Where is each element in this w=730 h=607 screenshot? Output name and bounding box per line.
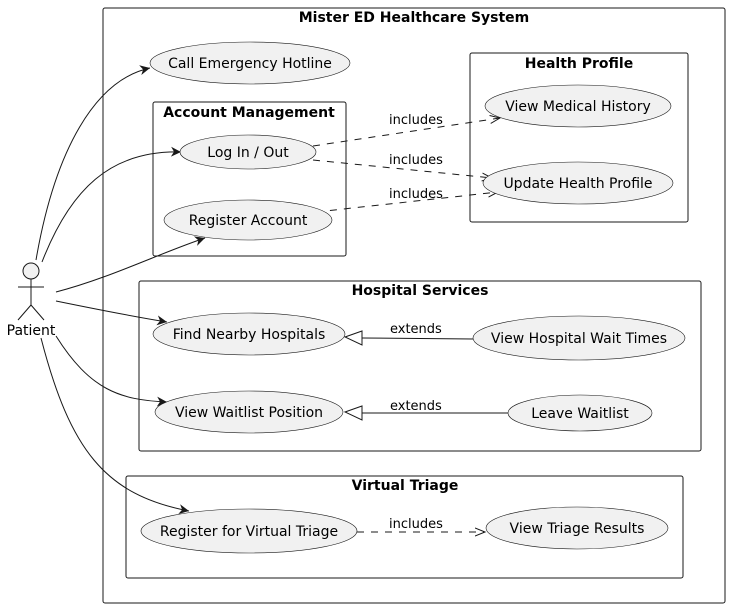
svg-text:Register Account: Register Account xyxy=(189,213,308,229)
include-label-update-profile-register: includes xyxy=(389,187,443,202)
use-case-view-medical-history: View Medical History xyxy=(484,84,672,128)
extend-arrowhead-leave-waitlist xyxy=(343,405,363,421)
extend-label-wait-times: extends xyxy=(390,322,442,337)
use-case-log-in-out: Log In / Out xyxy=(179,134,317,170)
use-case-call-emergency-hotline: Call Emergency Hotline xyxy=(149,41,351,85)
extend-label-leave-waitlist: extends xyxy=(390,399,442,414)
assoc-register-account xyxy=(55,236,206,293)
use-case-register-virtual-triage: Register for Virtual Triage xyxy=(140,508,358,554)
extend-arrowhead-wait-times xyxy=(343,330,363,346)
package-hospital-services: Hospital Services xyxy=(138,280,702,452)
package-title-health-profile: Health Profile xyxy=(525,56,633,72)
include-view-medical-history xyxy=(312,118,500,147)
svg-text:Update Health Profile: Update Health Profile xyxy=(503,176,652,192)
package-health-profile: Health Profile xyxy=(469,52,689,223)
package-account-management: Account Management xyxy=(152,101,347,257)
svg-text:View Medical History: View Medical History xyxy=(505,99,651,115)
assoc-call-emergency xyxy=(35,65,151,261)
svg-text:Log In / Out: Log In / Out xyxy=(207,145,289,161)
assoc-find-hospitals xyxy=(55,300,168,326)
assoc-log-in-out xyxy=(41,146,182,263)
use-case-view-triage-results: View Triage Results xyxy=(485,506,669,550)
svg-text:View Hospital Wait Times: View Hospital Wait Times xyxy=(491,331,667,347)
use-case-find-nearby-hospitals: Find Nearby Hospitals xyxy=(152,312,346,356)
assoc-register-triage xyxy=(40,337,190,515)
include-label-update-profile-login: includes xyxy=(389,153,443,168)
include-update-profile-register xyxy=(315,192,498,213)
include-label-medical-history: includes xyxy=(389,113,443,128)
svg-text:View Triage Results: View Triage Results xyxy=(510,521,645,537)
package-virtual-triage: Virtual Triage xyxy=(125,475,684,579)
package-title-virtual-triage: Virtual Triage xyxy=(352,478,459,494)
svg-text:Register for Virtual Triage: Register for Virtual Triage xyxy=(160,524,338,540)
svg-text:Leave Waitlist: Leave Waitlist xyxy=(531,406,629,422)
use-case-update-health-profile: Update Health Profile xyxy=(482,161,674,205)
include-update-profile-login xyxy=(312,159,492,178)
use-case-leave-waitlist: Leave Waitlist xyxy=(507,394,653,432)
system-title: Mister ED Healthcare System xyxy=(299,10,530,26)
svg-text:Find Nearby Hospitals: Find Nearby Hospitals xyxy=(173,327,326,343)
svg-text:Call Emergency Hotline: Call Emergency Hotline xyxy=(168,56,332,72)
actor-patient: Patient xyxy=(7,262,56,339)
use-case-register-account: Register Account xyxy=(163,199,333,241)
package-title-account-management: Account Management xyxy=(163,105,335,121)
actor-name: Patient xyxy=(7,323,56,339)
use-case-view-waitlist-position: View Waitlist Position xyxy=(154,390,344,434)
assoc-view-waitlist xyxy=(55,335,168,407)
svg-text:View Waitlist Position: View Waitlist Position xyxy=(175,405,323,421)
package-title-hospital-services: Hospital Services xyxy=(352,283,489,299)
system-boundary: Mister ED Healthcare System xyxy=(102,7,726,604)
use-case-view-hospital-wait-times: View Hospital Wait Times xyxy=(472,315,686,361)
extend-wait-times xyxy=(361,337,474,340)
include-label-triage-results: includes xyxy=(389,517,443,532)
